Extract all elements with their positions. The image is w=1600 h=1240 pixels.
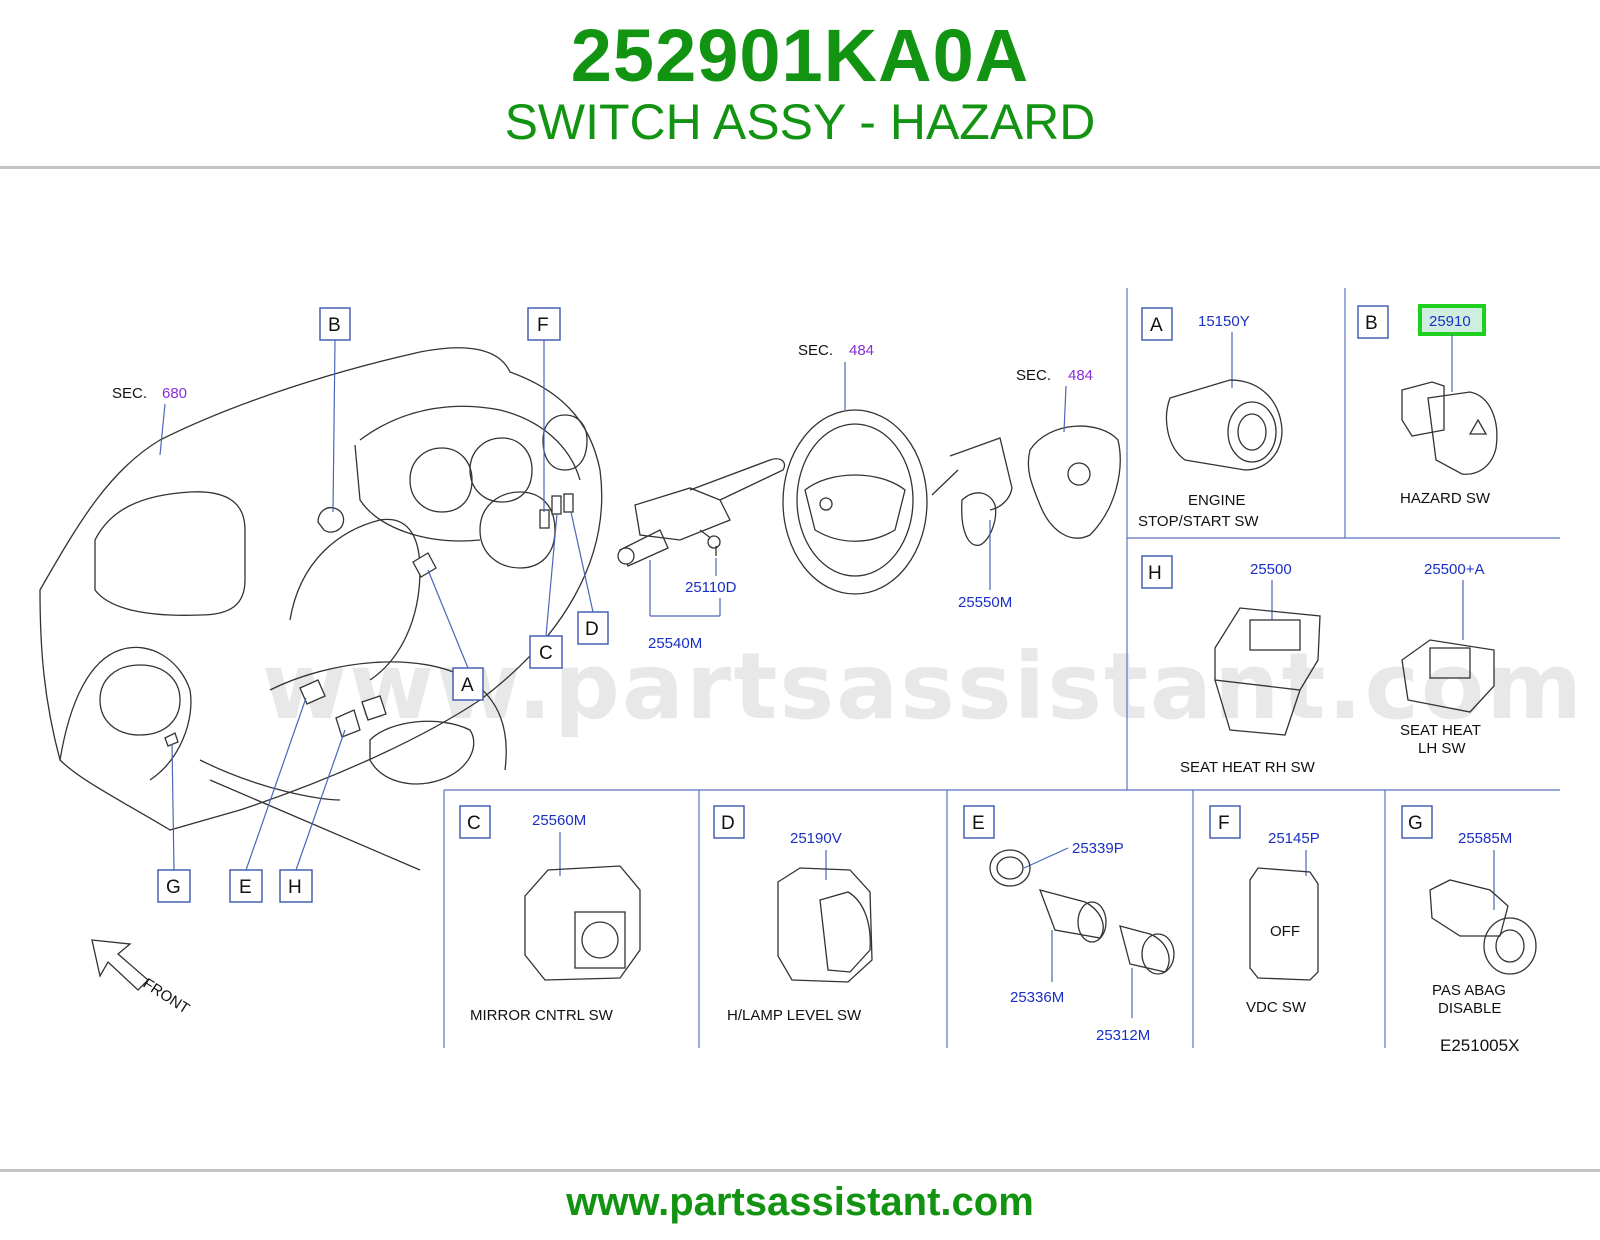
header: 252901KA0A SWITCH ASSY - HAZARD [0, 0, 1600, 168]
airbag-illustration [1027, 425, 1121, 539]
footer-url-link[interactable]: www.partsassistant.com [566, 1180, 1034, 1224]
part-15150y[interactable]: 15150Y [1198, 313, 1250, 330]
panel-h: H 25500 25500+A SEAT HEAT RH SW SEAT HEA… [1141, 555, 1495, 776]
part-25500[interactable]: 25500 [1250, 561, 1292, 578]
part-25910[interactable]: 25910 [1429, 313, 1471, 330]
panel-d-name: H/LAMP LEVEL SW [727, 1007, 862, 1024]
svg-text:C: C [539, 643, 553, 664]
combination-switch-illustration [617, 458, 786, 567]
svg-text:D: D [585, 619, 599, 640]
panel-c: C 25560M MIRROR CNTRL SW [459, 805, 641, 1024]
panel-h-letter: H [1148, 563, 1162, 584]
callout-f[interactable]: F [527, 307, 561, 512]
svg-text:G: G [166, 877, 181, 898]
part-25110d[interactable]: 25110D [685, 579, 737, 596]
footer-divider [0, 1169, 1600, 1172]
panel-grid [443, 288, 1560, 1048]
panel-g-letter: G [1408, 813, 1423, 834]
panel-d-letter: D [721, 813, 735, 834]
sec-484-a-label: SEC. [798, 342, 833, 359]
panel-b-letter: B [1365, 313, 1378, 334]
part-number-title: 252901KA0A [570, 14, 1030, 97]
svg-text:F: F [537, 315, 549, 336]
panel-g: G 25585M PAS ABAG DISABLE [1401, 805, 1537, 1017]
panel-h-name-rh: SEAT HEAT RH SW [1180, 759, 1316, 776]
panel-h-name-lh-line1: SEAT HEAT [1400, 722, 1481, 739]
panel-b: B 25910 HAZARD SW [1357, 304, 1498, 507]
panel-f-letter: F [1218, 813, 1230, 834]
callout-c[interactable]: C [529, 513, 563, 669]
part-25560m[interactable]: 25560M [532, 812, 586, 829]
callout-h[interactable]: H [279, 729, 346, 903]
part-25500-a[interactable]: 25500+A [1424, 561, 1484, 578]
harness-illustration [931, 437, 1013, 546]
callout-b[interactable]: B [319, 307, 351, 513]
panel-a-name-line1: ENGINE [1188, 492, 1246, 509]
panel-c-letter: C [467, 813, 481, 834]
callout-d[interactable]: D [570, 511, 609, 645]
sec-680-label: SEC. [112, 385, 147, 402]
panel-g-name-line2: DISABLE [1438, 1000, 1501, 1017]
panel-b-name: HAZARD SW [1400, 490, 1491, 507]
svg-text:H: H [288, 877, 302, 898]
drawing-code: E251005X [1440, 1036, 1519, 1055]
panel-a: A 15150Y ENGINE STOP/START SW [1138, 307, 1283, 530]
vdc-off-icon-text: OFF [1270, 923, 1300, 940]
callout-a[interactable]: A [427, 569, 484, 701]
part-25540m[interactable]: 25540M [648, 635, 702, 652]
svg-text:A: A [461, 675, 474, 696]
part-25190v[interactable]: 25190V [790, 830, 842, 847]
steering-wheel-illustration [782, 409, 928, 595]
part-25145p[interactable]: 25145P [1268, 830, 1320, 847]
sec-484-a-number[interactable]: 484 [849, 342, 874, 359]
part-25550m[interactable]: 25550M [958, 594, 1012, 611]
panel-c-name: MIRROR CNTRL SW [470, 1007, 614, 1024]
callout-e[interactable]: E [229, 697, 307, 903]
header-divider [0, 166, 1600, 169]
svg-text:B: B [328, 315, 341, 336]
sec-484-b-number[interactable]: 484 [1068, 367, 1093, 384]
panel-a-letter: A [1150, 315, 1163, 336]
sec-680-number[interactable]: 680 [162, 385, 187, 402]
svg-text:E: E [239, 877, 252, 898]
front-label: FRONT [140, 975, 193, 1017]
part-25585m[interactable]: 25585M [1458, 830, 1512, 847]
panel-e: E 25339P 25336M 25312M [963, 805, 1175, 1044]
sec-484-b-label: SEC. [1016, 367, 1051, 384]
part-25336m[interactable]: 25336M [1010, 989, 1064, 1006]
panel-g-name-line1: PAS ABAG [1432, 982, 1506, 999]
panel-f-name: VDC SW [1246, 999, 1307, 1016]
parts-diagram: www.partsassistant.com [39, 288, 1582, 1055]
panel-a-name-line2: STOP/START SW [1138, 513, 1259, 530]
part-25312m[interactable]: 25312M [1096, 1027, 1150, 1044]
part-25339p[interactable]: 25339P [1072, 840, 1124, 857]
part-name-subtitle: SWITCH ASSY - HAZARD [504, 94, 1096, 150]
panel-e-letter: E [972, 813, 985, 834]
front-arrow-icon: FRONT [91, 939, 193, 1017]
dashboard-illustration [39, 347, 603, 871]
panel-h-name-lh-line2: LH SW [1418, 740, 1466, 757]
panel-d: D 25190V H/LAMP LEVEL SW [713, 805, 873, 1024]
callout-g[interactable]: G [157, 743, 191, 903]
panel-f: F 25145P OFF VDC SW [1209, 805, 1320, 1016]
